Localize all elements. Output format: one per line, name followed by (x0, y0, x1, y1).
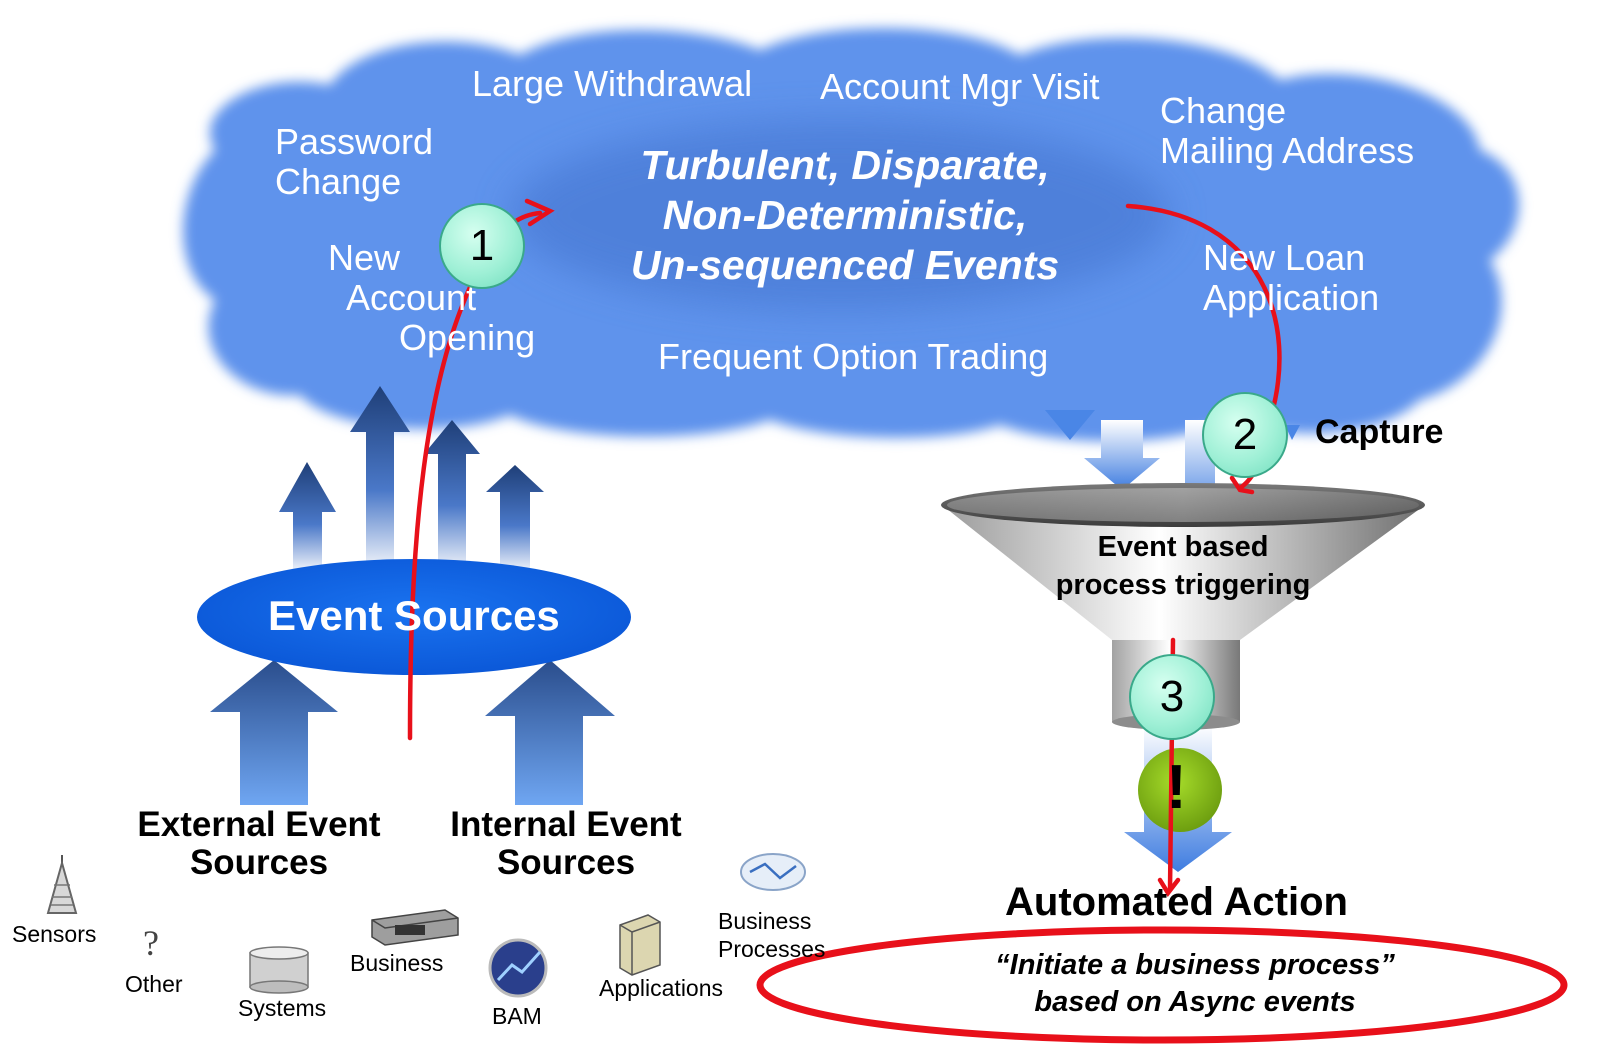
cloud-center-title: Turbulent, Disparate, Non-Deterministic,… (630, 142, 1060, 288)
bam-label: BAM (492, 1003, 542, 1029)
svg-text:?: ? (143, 923, 159, 963)
upward-event-arrows (279, 386, 544, 575)
bam-icon (488, 938, 548, 998)
business-label: Business (350, 950, 444, 976)
step-3-marker: 3 (1129, 654, 1215, 740)
systems-icon (249, 946, 309, 994)
business-processes-icon (740, 853, 806, 891)
sensors-label: Sensors (12, 921, 97, 947)
event-frequent-option-trading: Frequent Option Trading (658, 336, 1049, 377)
automated-action-title: Automated Action (1005, 880, 1348, 924)
alert-circle (1138, 748, 1222, 832)
business-icon (371, 909, 459, 946)
other-icon: ? (143, 923, 159, 963)
event-cloud (183, 28, 1519, 442)
capture-label: Capture (1315, 413, 1444, 451)
result-highlight-ellipse (756, 926, 1568, 1044)
systems-label: Systems (238, 995, 327, 1021)
other-label: Other (125, 971, 183, 997)
event-account-mgr-visit: Account Mgr Visit (820, 66, 1100, 107)
applications-label: Applications (599, 975, 724, 1001)
alert-symbol: ! (1166, 753, 1187, 822)
step-2-marker: 2 (1202, 392, 1288, 478)
applications-icon (619, 914, 661, 976)
event-sources-label: Event Sources (268, 592, 560, 639)
event-large-withdrawal: Large Withdrawal (472, 63, 753, 104)
source-input-arrows (210, 660, 615, 805)
step-1-marker: 1 (439, 203, 525, 289)
sensors-icon (46, 855, 78, 914)
result-text: “Initiate a business process”based on As… (995, 949, 1395, 1018)
event-new-account-opening: New Account Opening (328, 237, 536, 358)
